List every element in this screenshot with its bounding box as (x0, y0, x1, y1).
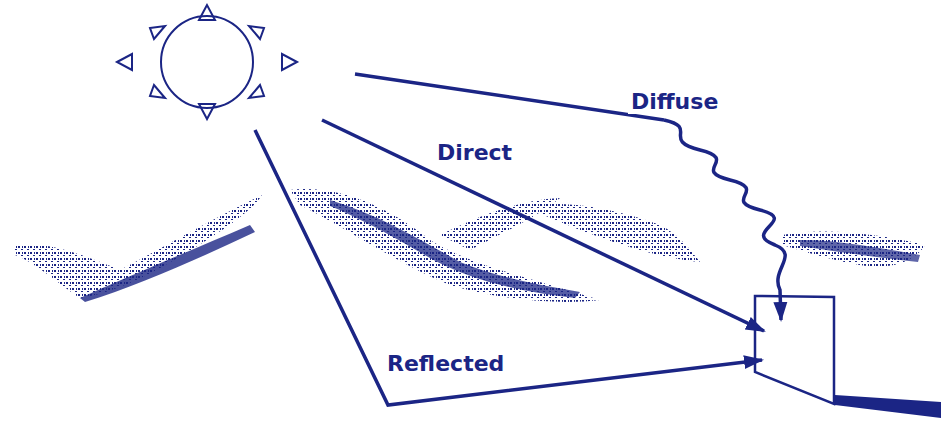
solar-panel (755, 296, 941, 418)
ray-label: Diffuse (628, 90, 721, 114)
clouds (15, 189, 925, 302)
ray-label: Reflected (384, 352, 507, 376)
sun (117, 5, 297, 119)
rays (255, 74, 785, 405)
ray-label: Direct (434, 141, 515, 165)
